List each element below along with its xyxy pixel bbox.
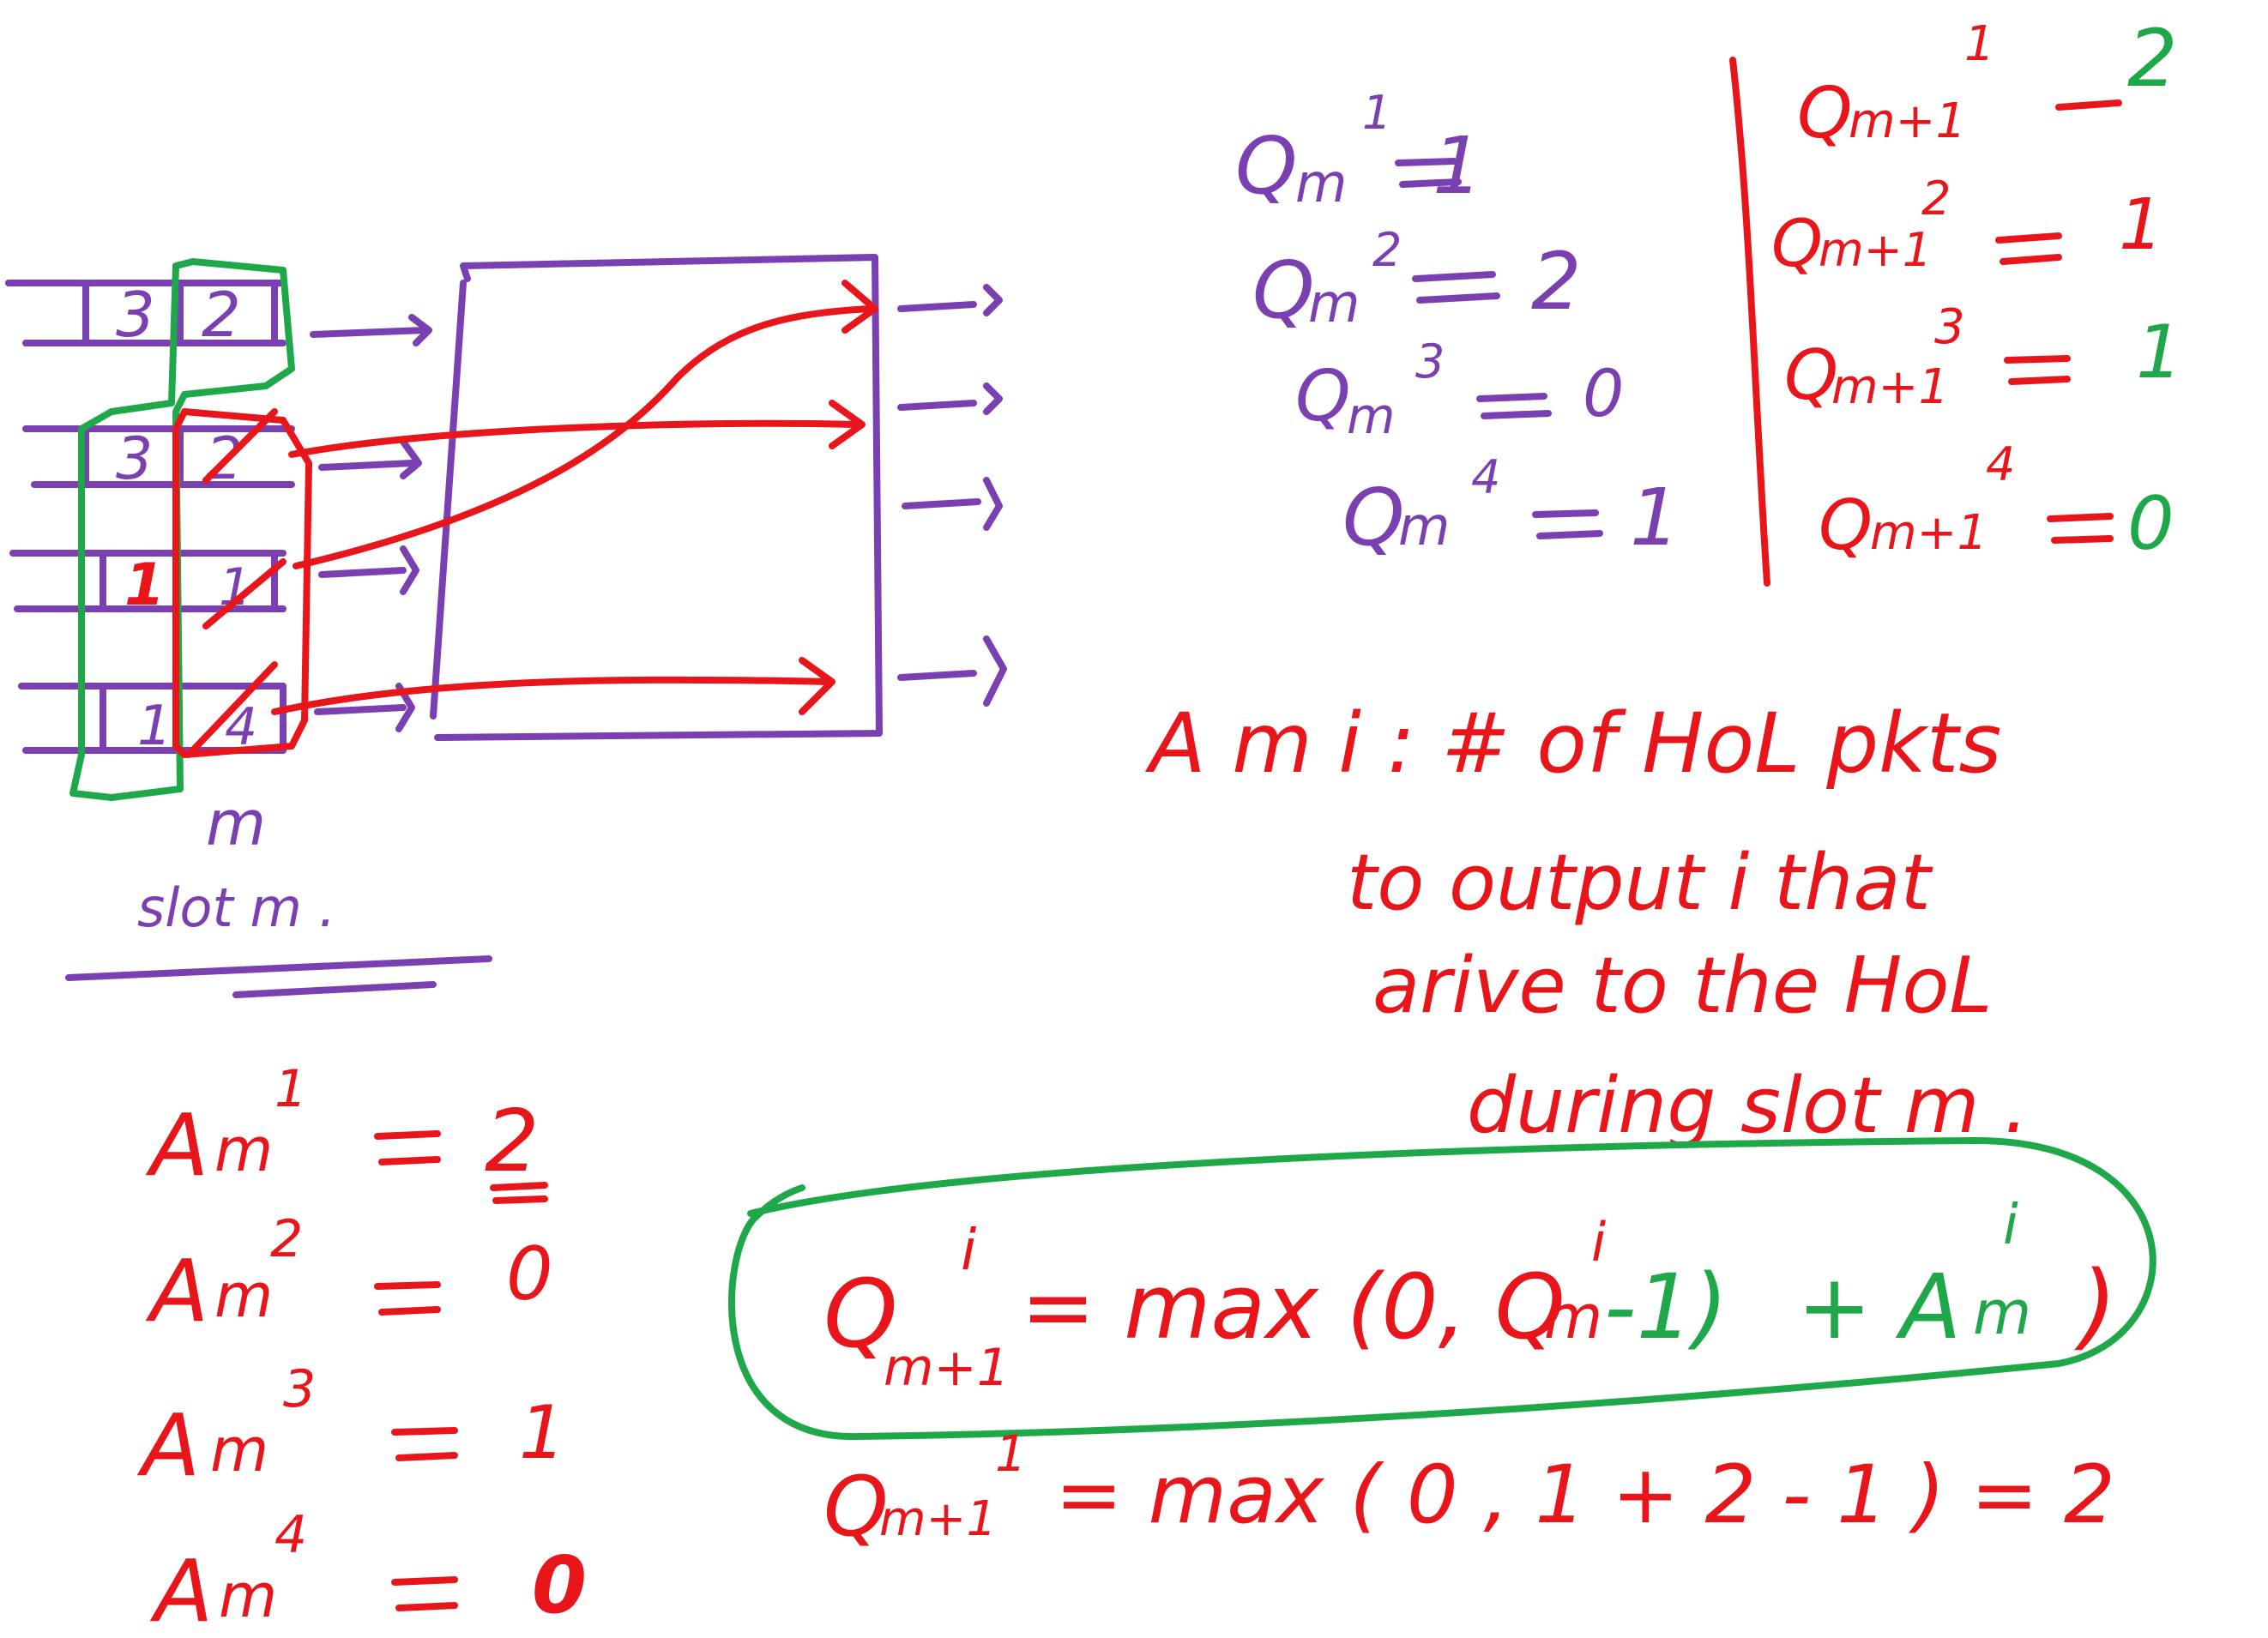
q-m1-4-sym: Q [1819, 485, 1873, 565]
queue-row2-a: 3 [116, 425, 153, 493]
q-m-1-sub: m [1295, 152, 1347, 214]
slot-symbol: m [206, 787, 266, 859]
q-m-4-sup: 4 [1471, 450, 1500, 504]
divider-line [1729, 57, 1770, 587]
formula-minus-one: -1) [1604, 1255, 1728, 1359]
q-m-1-val: 1 [1433, 120, 1483, 212]
a-m-4-sym: A [149, 1541, 213, 1638]
q-m1-3-val: 1 [2136, 310, 2183, 395]
a-m-4-sub: m [219, 1561, 277, 1631]
queue-row1-b: 2 [202, 279, 241, 351]
q-m-3-sup: 3 [1415, 334, 1445, 388]
a-m-3-sup: 3 [283, 1359, 316, 1419]
example-lhs: Q [823, 1459, 889, 1555]
q-m1-2-val: 1 [2119, 184, 2163, 266]
definition-line-3: arive to the HoL [1372, 941, 1993, 1031]
input-arrows [310, 314, 432, 732]
q-m-3-sub: m [1347, 387, 1396, 445]
arrivals-list: A m 1 2 A m 2 0 A m 3 1 A m 4 0 [136, 1059, 587, 1638]
q-m-4-sub: m [1398, 495, 1450, 557]
red-hol-outline [172, 408, 312, 758]
q-m1-1-sym: Q [1797, 73, 1853, 154]
formula-lhs: Q [823, 1259, 898, 1369]
example-lhs-sup: 1 [995, 1424, 1027, 1483]
slot-caption: slot m . [137, 876, 335, 939]
formula-a-sub: m [1973, 1278, 2031, 1348]
q-m1-1-sup: 1 [1964, 16, 1995, 72]
formula-q-sub: m [1544, 1282, 1602, 1352]
input-queues [5, 280, 295, 754]
q-m-4-sym: Q [1342, 472, 1404, 563]
formula-lhs-sup: i [961, 1217, 977, 1283]
a-m-3-sub: m [210, 1415, 268, 1485]
formula-lhs-sub: m+1 [884, 1338, 1010, 1398]
output-arrows [897, 284, 1007, 707]
q-m-4-val: 1 [1630, 472, 1680, 563]
current-queue-lengths: Q m 1 1 Q m 2 2 Q m 3 0 Q m 4 1 [1235, 86, 1680, 563]
a-m-2-sym: A [145, 1241, 208, 1341]
formula-a-sup: i [2003, 1194, 2018, 1257]
a-m-4-sup: 4 [274, 1505, 307, 1565]
worked-example: Q m+1 1 = max ( 0 , 1 + 2 - 1 ) = 2 [823, 1424, 2115, 1555]
green-hol-outline [69, 258, 295, 801]
q-m1-2-sup: 2 [1921, 172, 1951, 226]
a-m-1-val: 2 [485, 1091, 540, 1191]
a-m-3-val: 1 [519, 1390, 566, 1476]
q-m1-1-val: 2 [2127, 13, 2178, 105]
recursion-formula: Q m+1 i = max (0, Q m i -1) + A m i ) [823, 1194, 2117, 1398]
q-m1-3-sym: Q [1784, 335, 1838, 415]
arrival-definition: A m i : # of HoL pkts to output i that a… [1144, 696, 2029, 1151]
definition-line-2: to output i that [1347, 838, 1934, 928]
q-m1-2-sym: Q [1771, 205, 1823, 281]
formula-q-sup: i [1591, 1211, 1606, 1274]
q-m-1-sup: 1 [1362, 86, 1391, 140]
formula-highlight-loop [727, 1136, 2156, 1441]
routing-arrows [271, 280, 878, 715]
q-m1-2-sub: m+1 [1819, 223, 1932, 277]
q-m1-1-sub: m+1 [1849, 93, 1966, 149]
q-m-2-sup: 2 [1372, 223, 1402, 277]
a-m-1-sym: A [145, 1095, 208, 1195]
q-m-3-val: 0 [1583, 355, 1624, 431]
a-m-2-sub: m [214, 1261, 273, 1331]
a-m-4-val: 0 [532, 1539, 587, 1631]
a-m-1-sup: 1 [274, 1059, 307, 1119]
next-queue-lengths: Q m+1 1 2 Q m+1 2 1 Q m+1 3 1 Q m+1 4 0 [1771, 13, 2183, 567]
a-m-1-sub: m [214, 1115, 273, 1185]
a-m-2-sup: 2 [270, 1209, 303, 1269]
q-m-2-val: 2 [1531, 236, 1582, 328]
q-m1-3-sup: 3 [1934, 299, 1965, 355]
q-m1-3-sub: m+1 [1831, 359, 1949, 415]
queue-row3-a: 1 [124, 551, 165, 619]
a-m-3-sym: A [136, 1395, 200, 1496]
example-rhs: = max ( 0 , 1 + 2 - 1 ) = 2 [1055, 1448, 2115, 1542]
q-m-3-sym: Q [1295, 356, 1351, 437]
example-lhs-sub: m+1 [879, 1491, 997, 1547]
switch-box [430, 254, 883, 741]
q-m-2-sym: Q [1252, 244, 1314, 336]
a-m-2-val: 0 [506, 1232, 553, 1317]
q-m1-4-val: 0 [2127, 481, 2175, 567]
q-m1-4-sub: m+1 [1870, 505, 1988, 561]
q-m-2-sub: m [1308, 272, 1360, 334]
q-m-1-sym: Q [1235, 120, 1297, 212]
queue-row1-a: 3 [116, 279, 155, 351]
formula-plus-a: + A [1797, 1255, 1961, 1359]
definition-line-4: during slot m . [1467, 1061, 2029, 1151]
definition-line-1: A m i : # of HoL pkts [1144, 696, 2001, 792]
queue-row4-a: 1 [137, 695, 172, 758]
q-m1-4-sup: 4 [1986, 437, 2015, 491]
formula-close: ) [2074, 1250, 2117, 1360]
formula-rhs-prefix: = max (0, Q [1021, 1255, 1565, 1359]
